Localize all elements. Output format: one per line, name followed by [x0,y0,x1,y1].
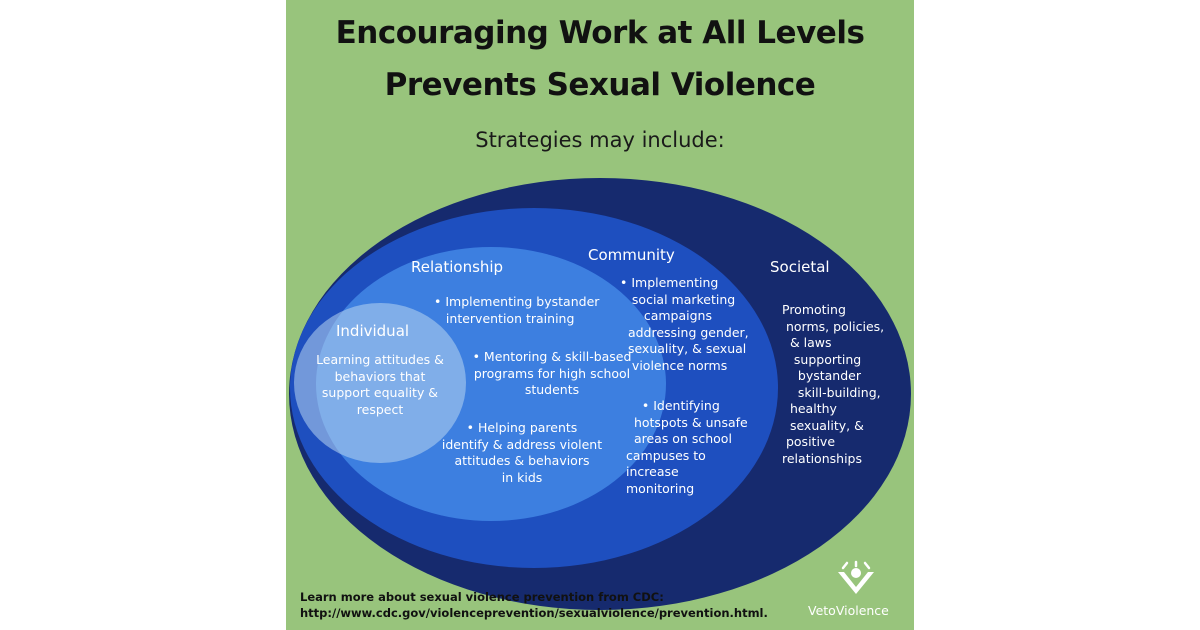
individual-label: Individual [336,322,410,340]
relationship-label: Relationship [411,258,504,276]
community-item-2: • Identifying hotspots & unsafe areas on… [626,398,748,496]
community-item-1: • Implementing social marketing campaign… [620,275,749,373]
vetoviolence-logo-icon [838,560,874,594]
title-line-1: Encouraging Work at All Levels [335,15,865,51]
nested-levels-diagram [289,178,911,610]
community-label: Community [588,246,675,264]
subtitle: Strategies may include: [475,128,725,152]
footer-line-1: Learn more about sexual violence prevent… [300,590,664,604]
footer-link[interactable]: http://www.cdc.gov/violenceprevention/se… [300,606,768,620]
relationship-item-3: • Helping parents identify & address vio… [441,420,603,485]
relationship-item-2: • Mentoring & skill-based programs for h… [472,349,632,397]
individual-ellipse [294,303,466,463]
societal-label: Societal [770,258,830,276]
infographic-poster: Encouraging Work at All Levels Prevents … [286,0,914,630]
societal-text: Promoting norms, policies, & laws suppor… [782,302,885,466]
individual-text: Learning attitudes & behaviors that supp… [316,352,444,417]
relationship-item-1: • Implementing bystander intervention tr… [434,294,600,326]
title-line-2: Prevents Sexual Violence [384,67,816,103]
brand-name: VetoViolence [808,603,889,618]
